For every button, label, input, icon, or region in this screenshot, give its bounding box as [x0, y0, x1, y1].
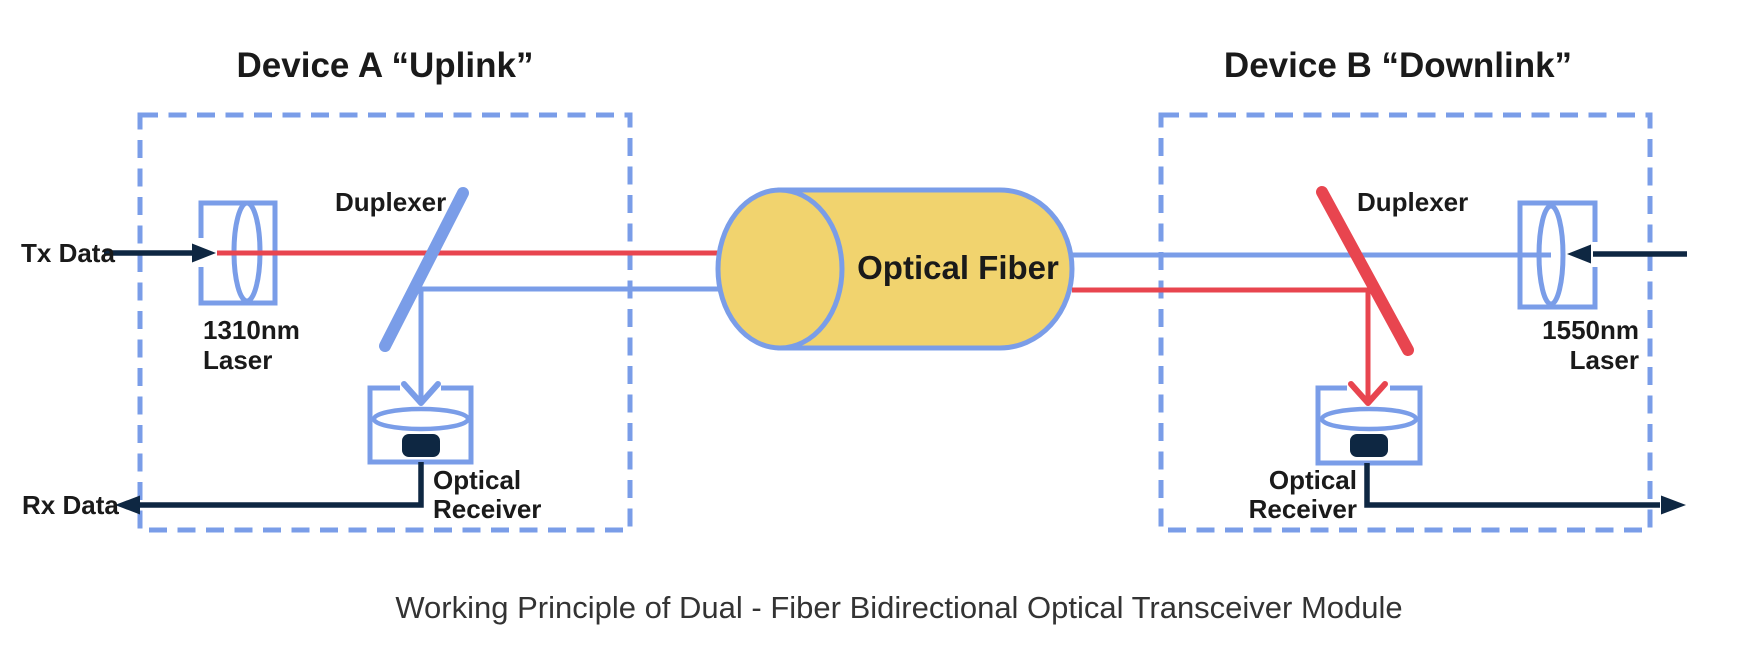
receiver-b-lens-icon: [1319, 406, 1419, 432]
fiber-body: [777, 187, 1075, 351]
receiver-b-label-line1: Optical: [1269, 465, 1357, 495]
duplexer-b-label: Duplexer: [1357, 187, 1468, 217]
device-a-title: Device A “Uplink”: [237, 46, 534, 85]
device-b-title: Device B “Downlink”: [1224, 46, 1572, 85]
tx-a-arrowhead-icon: [192, 243, 216, 263]
device-b-boundary: [1158, 112, 1653, 533]
rx-a-label: Rx Data: [22, 490, 119, 520]
duplexer-a-label: Duplexer: [335, 187, 446, 217]
duplexer-b-mirror: [1316, 186, 1414, 356]
rx-a-arrowhead-icon: [115, 495, 140, 515]
beam-1310-arrowhead-icon: [1348, 381, 1388, 406]
beam-1550-arrowhead-icon: [401, 381, 441, 406]
rx-a-wire: [139, 462, 424, 508]
laser-a-label-line2: Laser: [203, 345, 272, 375]
optical-fiber: Optical Fiber: [715, 187, 1075, 351]
duplexer-a-mirror: [379, 187, 469, 352]
tx-b-arrowhead-icon: [1567, 244, 1591, 264]
laser-b-label-line1: 1550nm: [1542, 315, 1639, 345]
receiver-b-photodiode-icon: [1350, 434, 1388, 457]
fiber-end-cap: [715, 187, 845, 351]
receiver-a-label-line2: Receiver: [433, 494, 541, 524]
device-a-boundary: [137, 112, 633, 533]
receiver-a-label-line1: Optical: [433, 465, 521, 495]
receiver-a-photodiode-icon: [402, 434, 440, 457]
receiver-b-label-line2: Receiver: [1249, 494, 1357, 524]
rx-b-arrowhead-icon: [1661, 495, 1686, 515]
receiver-a-lens-icon: [371, 406, 471, 432]
beam-1310-receive: [1072, 287, 1371, 399]
fiber-label: Optical Fiber: [857, 249, 1059, 286]
beam-1550-receive: [418, 286, 773, 399]
diagram-caption: Working Principle of Dual - Fiber Bidire…: [395, 590, 1402, 625]
laser-a-label-line1: 1310nm: [203, 315, 300, 345]
laser-b-label-line2: Laser: [1570, 345, 1639, 375]
rx-b-wire: [1364, 463, 1660, 508]
tx-a-label: Tx Data: [21, 238, 115, 268]
device-b: Device B “Downlink” 1550nm Laser Optical…: [1070, 46, 1687, 533]
device-a: Device A “Uplink” 1310nm Laser Optical R…: [21, 46, 773, 533]
